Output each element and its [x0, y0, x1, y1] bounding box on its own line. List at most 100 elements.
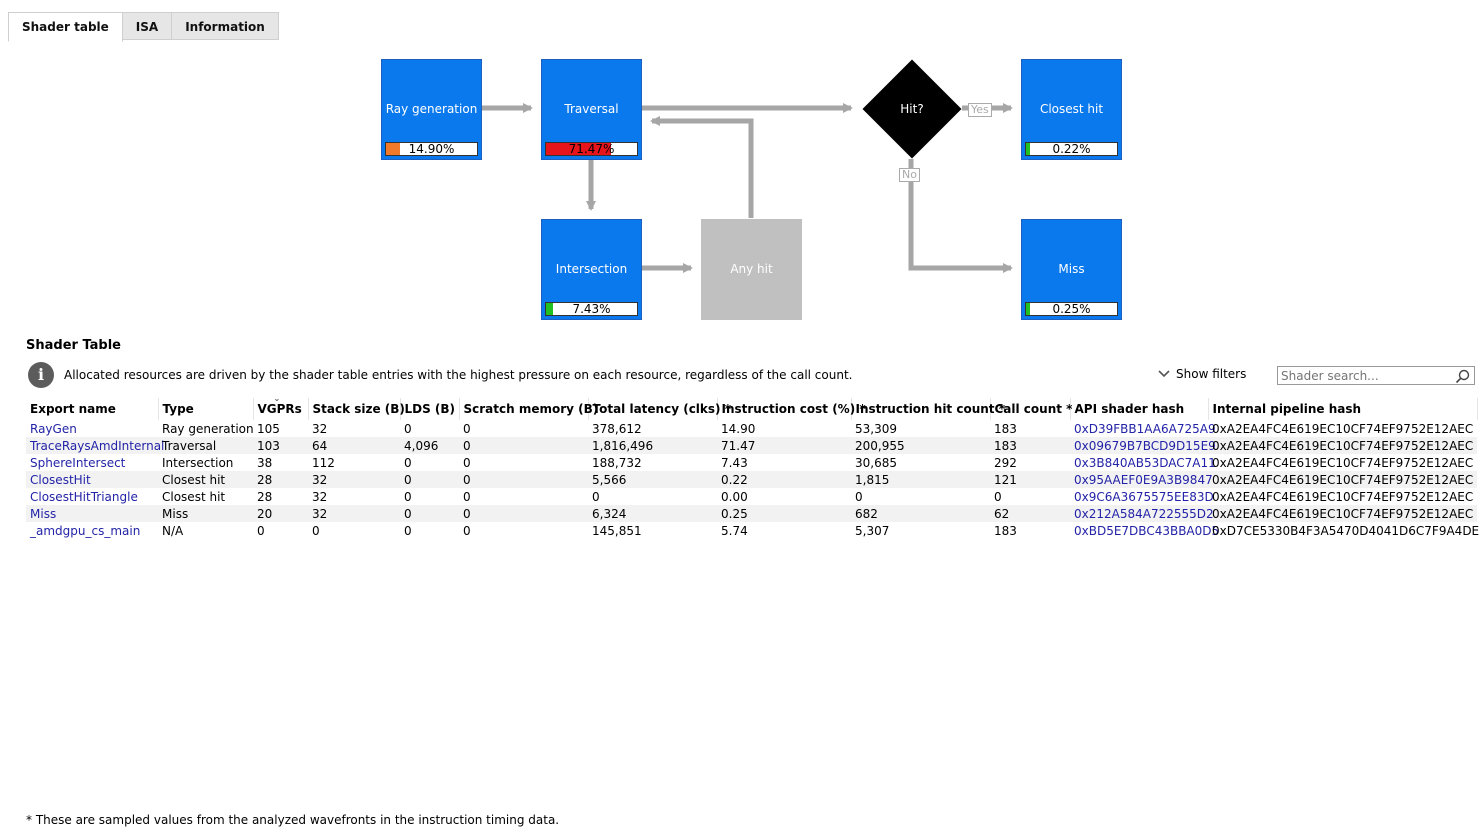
- node-miss[interactable]: Miss 0.25%: [1021, 219, 1122, 320]
- cell-api-shader-hash[interactable]: 0x212A584A722555D2: [1070, 505, 1214, 522]
- node-hit-decision: Hit?: [862, 59, 962, 159]
- cell-instruction-hit-count: 53,309: [855, 421, 897, 436]
- shader-search-input[interactable]: [1278, 367, 1451, 384]
- section-title: Shader Table: [26, 338, 121, 353]
- cell-vgprs: 28: [253, 471, 308, 488]
- cell-internal-pipeline-hash: 0xA2EA4FC4E619EC10CF74EF9752E12AEC: [1208, 437, 1477, 454]
- cost-bar: 0.25%: [1025, 302, 1118, 316]
- cell-api-shader-hash[interactable]: 0x95AAEF0E9A3B9847: [1070, 471, 1213, 488]
- column-header-vgprs[interactable]: ⌄VGPRs: [253, 394, 309, 420]
- cell-total-latency: 188,732: [592, 455, 642, 470]
- cell-total-latency: 145,851: [592, 523, 642, 538]
- cell-scratch-memory: 0: [463, 489, 471, 504]
- node-closest-hit[interactable]: Closest hit 0.22%: [1021, 59, 1122, 160]
- node-label: Hit?: [900, 102, 924, 116]
- diagram-arrows: [482, 103, 1013, 273]
- cell-stack-size: 64: [308, 437, 400, 454]
- cell-scratch-memory: 0: [459, 471, 588, 488]
- cell-export-name[interactable]: ClosestHitTriangle: [30, 489, 138, 504]
- table-header-row: Export name Type ⌄VGPRs Stack size (B) L…: [26, 394, 1478, 420]
- cell-api-shader-hash[interactable]: 0x09679B7BCD9D15E9: [1070, 437, 1216, 454]
- node-label: Closest hit: [1039, 102, 1104, 116]
- column-header-total-latency[interactable]: Total latency (clks) *: [588, 398, 731, 420]
- cell-call-count: 292: [994, 455, 1017, 470]
- cell-scratch-memory: 0: [463, 523, 471, 538]
- column-header-call-count[interactable]: Call count *: [990, 398, 1072, 420]
- cell-lds: 0: [404, 455, 412, 470]
- node-traversal[interactable]: Traversal 71.47%: [541, 59, 642, 160]
- cell-instruction-cost: 7.43: [721, 455, 748, 470]
- shader-search-box[interactable]: [1277, 366, 1475, 385]
- tab-information[interactable]: Information: [172, 12, 279, 40]
- cell-export-name[interactable]: SphereIntersect: [30, 455, 126, 470]
- cell-call-count: 121: [990, 471, 1070, 488]
- cell-api-shader-hash[interactable]: 0xD39FBB1AA6A725A9: [1074, 421, 1216, 436]
- cell-scratch-memory: 0: [463, 455, 471, 470]
- cell-type: Ray generation: [162, 421, 254, 436]
- column-header-internal-pipeline-hash[interactable]: Internal pipeline hash: [1208, 398, 1478, 420]
- column-header-type[interactable]: Type: [158, 398, 254, 420]
- sort-indicator-icon: ⌄: [273, 394, 281, 403]
- cell-stack-size: 32: [308, 471, 400, 488]
- tab-shader-table[interactable]: Shader table: [8, 12, 123, 42]
- cell-export-name[interactable]: _amdgpu_cs_main: [30, 523, 141, 538]
- column-header-api-shader-hash[interactable]: API shader hash: [1070, 398, 1209, 420]
- cell-api-shader-hash[interactable]: 0xBD5E7DBC43BBA0D5: [1074, 523, 1220, 538]
- cell-total-latency: 5,566: [588, 471, 717, 488]
- cell-lds: 0: [400, 471, 459, 488]
- search-icon[interactable]: [1455, 369, 1470, 387]
- cost-percent: 14.90%: [408, 142, 455, 156]
- cell-instruction-hit-count: 200,955: [851, 437, 990, 454]
- cell-api-shader-hash[interactable]: 0x9C6A3675575EE83D: [1074, 489, 1214, 504]
- column-header-scratch-memory[interactable]: Scratch memory (B): [459, 398, 598, 420]
- cost-bar: 0.22%: [1025, 142, 1118, 156]
- column-header-export-name[interactable]: Export name: [26, 398, 159, 420]
- cost-bar: 7.43%: [545, 302, 638, 316]
- column-header-lds[interactable]: LDS (B): [400, 398, 460, 420]
- cell-type: Miss: [158, 505, 253, 522]
- column-header-stack-size[interactable]: Stack size (B): [308, 398, 405, 420]
- cell-vgprs: 38: [257, 455, 273, 470]
- cell-export-name[interactable]: RayGen: [30, 421, 77, 436]
- edge-label-yes: Yes: [968, 103, 992, 117]
- cell-call-count: 62: [990, 505, 1070, 522]
- cell-type: Closest hit: [158, 471, 253, 488]
- column-header-instruction-hit-count[interactable]: Instruction hit count *: [851, 398, 1005, 420]
- column-header-instruction-cost[interactable]: Instruction cost (%) *: [717, 398, 866, 420]
- node-intersection[interactable]: Intersection 7.43%: [541, 219, 642, 320]
- cell-export-name[interactable]: TraceRaysAmdInternal: [26, 437, 164, 454]
- cell-instruction-cost: 71.47: [717, 437, 851, 454]
- cost-percent: 0.22%: [1052, 142, 1091, 156]
- cost-bar-fill: [546, 143, 612, 155]
- cell-internal-pipeline-hash: 0xA2EA4FC4E619EC10CF74EF9752E12AEC: [1212, 489, 1474, 504]
- cell-api-shader-hash[interactable]: 0x3B840AB53DAC7A11: [1074, 455, 1216, 470]
- cell-total-latency: 1,816,496: [588, 437, 717, 454]
- node-any-hit: Any hit: [701, 219, 802, 320]
- tab-isa[interactable]: ISA: [122, 12, 173, 40]
- info-icon: i: [28, 362, 54, 388]
- node-label: Any hit: [730, 262, 773, 276]
- footnote: * These are sampled values from the anal…: [26, 813, 560, 827]
- cell-lds: 0: [404, 421, 412, 436]
- cell-export-name[interactable]: Miss: [26, 505, 158, 522]
- cell-call-count: 183: [994, 421, 1017, 436]
- cell-total-latency: 0: [592, 489, 600, 504]
- cell-instruction-cost: 0.22: [717, 471, 851, 488]
- cell-type: N/A: [162, 523, 184, 538]
- cell-export-name[interactable]: ClosestHit: [26, 471, 158, 488]
- node-ray-generation[interactable]: Ray generation 14.90%: [381, 59, 482, 160]
- shader-table: Export name Type ⌄VGPRs Stack size (B) L…: [26, 394, 1479, 539]
- cost-percent: 71.47%: [568, 142, 615, 156]
- cell-internal-pipeline-hash: 0xA2EA4FC4E619EC10CF74EF9752E12AEC: [1212, 455, 1474, 470]
- show-filters-button[interactable]: Show filters: [1158, 367, 1246, 381]
- cell-stack-size: 32: [308, 505, 400, 522]
- cost-bar: 14.90%: [385, 142, 478, 156]
- cell-vgprs: 105: [257, 421, 280, 436]
